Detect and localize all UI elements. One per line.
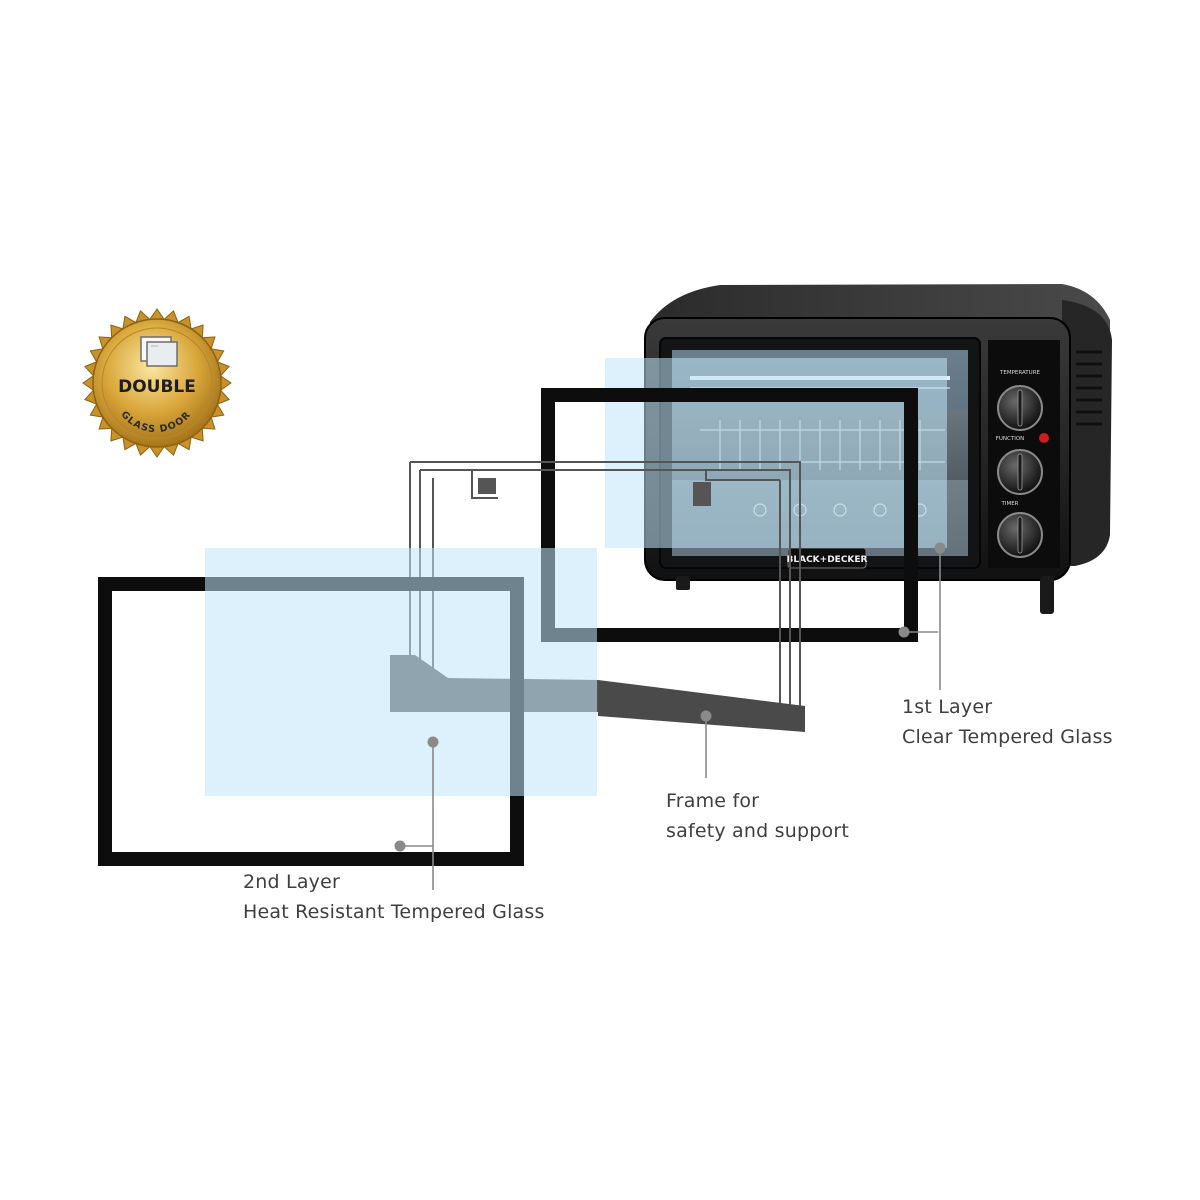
double-glass-icon xyxy=(140,336,178,367)
temperature-label: TEMPERATURE xyxy=(999,370,1041,376)
timer-knob xyxy=(997,512,1043,558)
first-layer-title: 1st Layer xyxy=(902,696,993,718)
second-layer-title: 2nd Layer xyxy=(243,871,341,893)
second-layer-description: Heat Resistant Tempered Glass xyxy=(243,901,545,923)
first-layer-glass-pane xyxy=(605,358,947,548)
frame-description: safety and support xyxy=(666,820,849,842)
side-vents xyxy=(1076,350,1102,426)
timer-label: TIMER xyxy=(1000,501,1018,507)
temperature-knob xyxy=(997,385,1043,431)
callout-dots xyxy=(394,542,946,852)
brand-logo: BLACK+DECKER xyxy=(787,555,868,565)
badge-title: DOUBLE xyxy=(118,377,196,397)
callout-leaders xyxy=(400,548,941,890)
function-knob xyxy=(997,449,1043,495)
function-label: FUNCTION xyxy=(996,436,1025,442)
first-layer-description: Clear Tempered Glass xyxy=(902,726,1113,748)
frame-callout: Frame for safety and support xyxy=(666,786,849,846)
power-indicator xyxy=(1039,433,1049,443)
first-layer-callout: 1st Layer Clear Tempered Glass xyxy=(902,692,1113,752)
frame-title: Frame for xyxy=(666,790,760,812)
second-layer-callout: 2nd Layer Heat Resistant Tempered Glass xyxy=(243,867,545,927)
double-glass-door-badge: DOUBLE GLASS DOOR xyxy=(82,308,232,458)
second-layer-glass-pane xyxy=(205,548,597,796)
